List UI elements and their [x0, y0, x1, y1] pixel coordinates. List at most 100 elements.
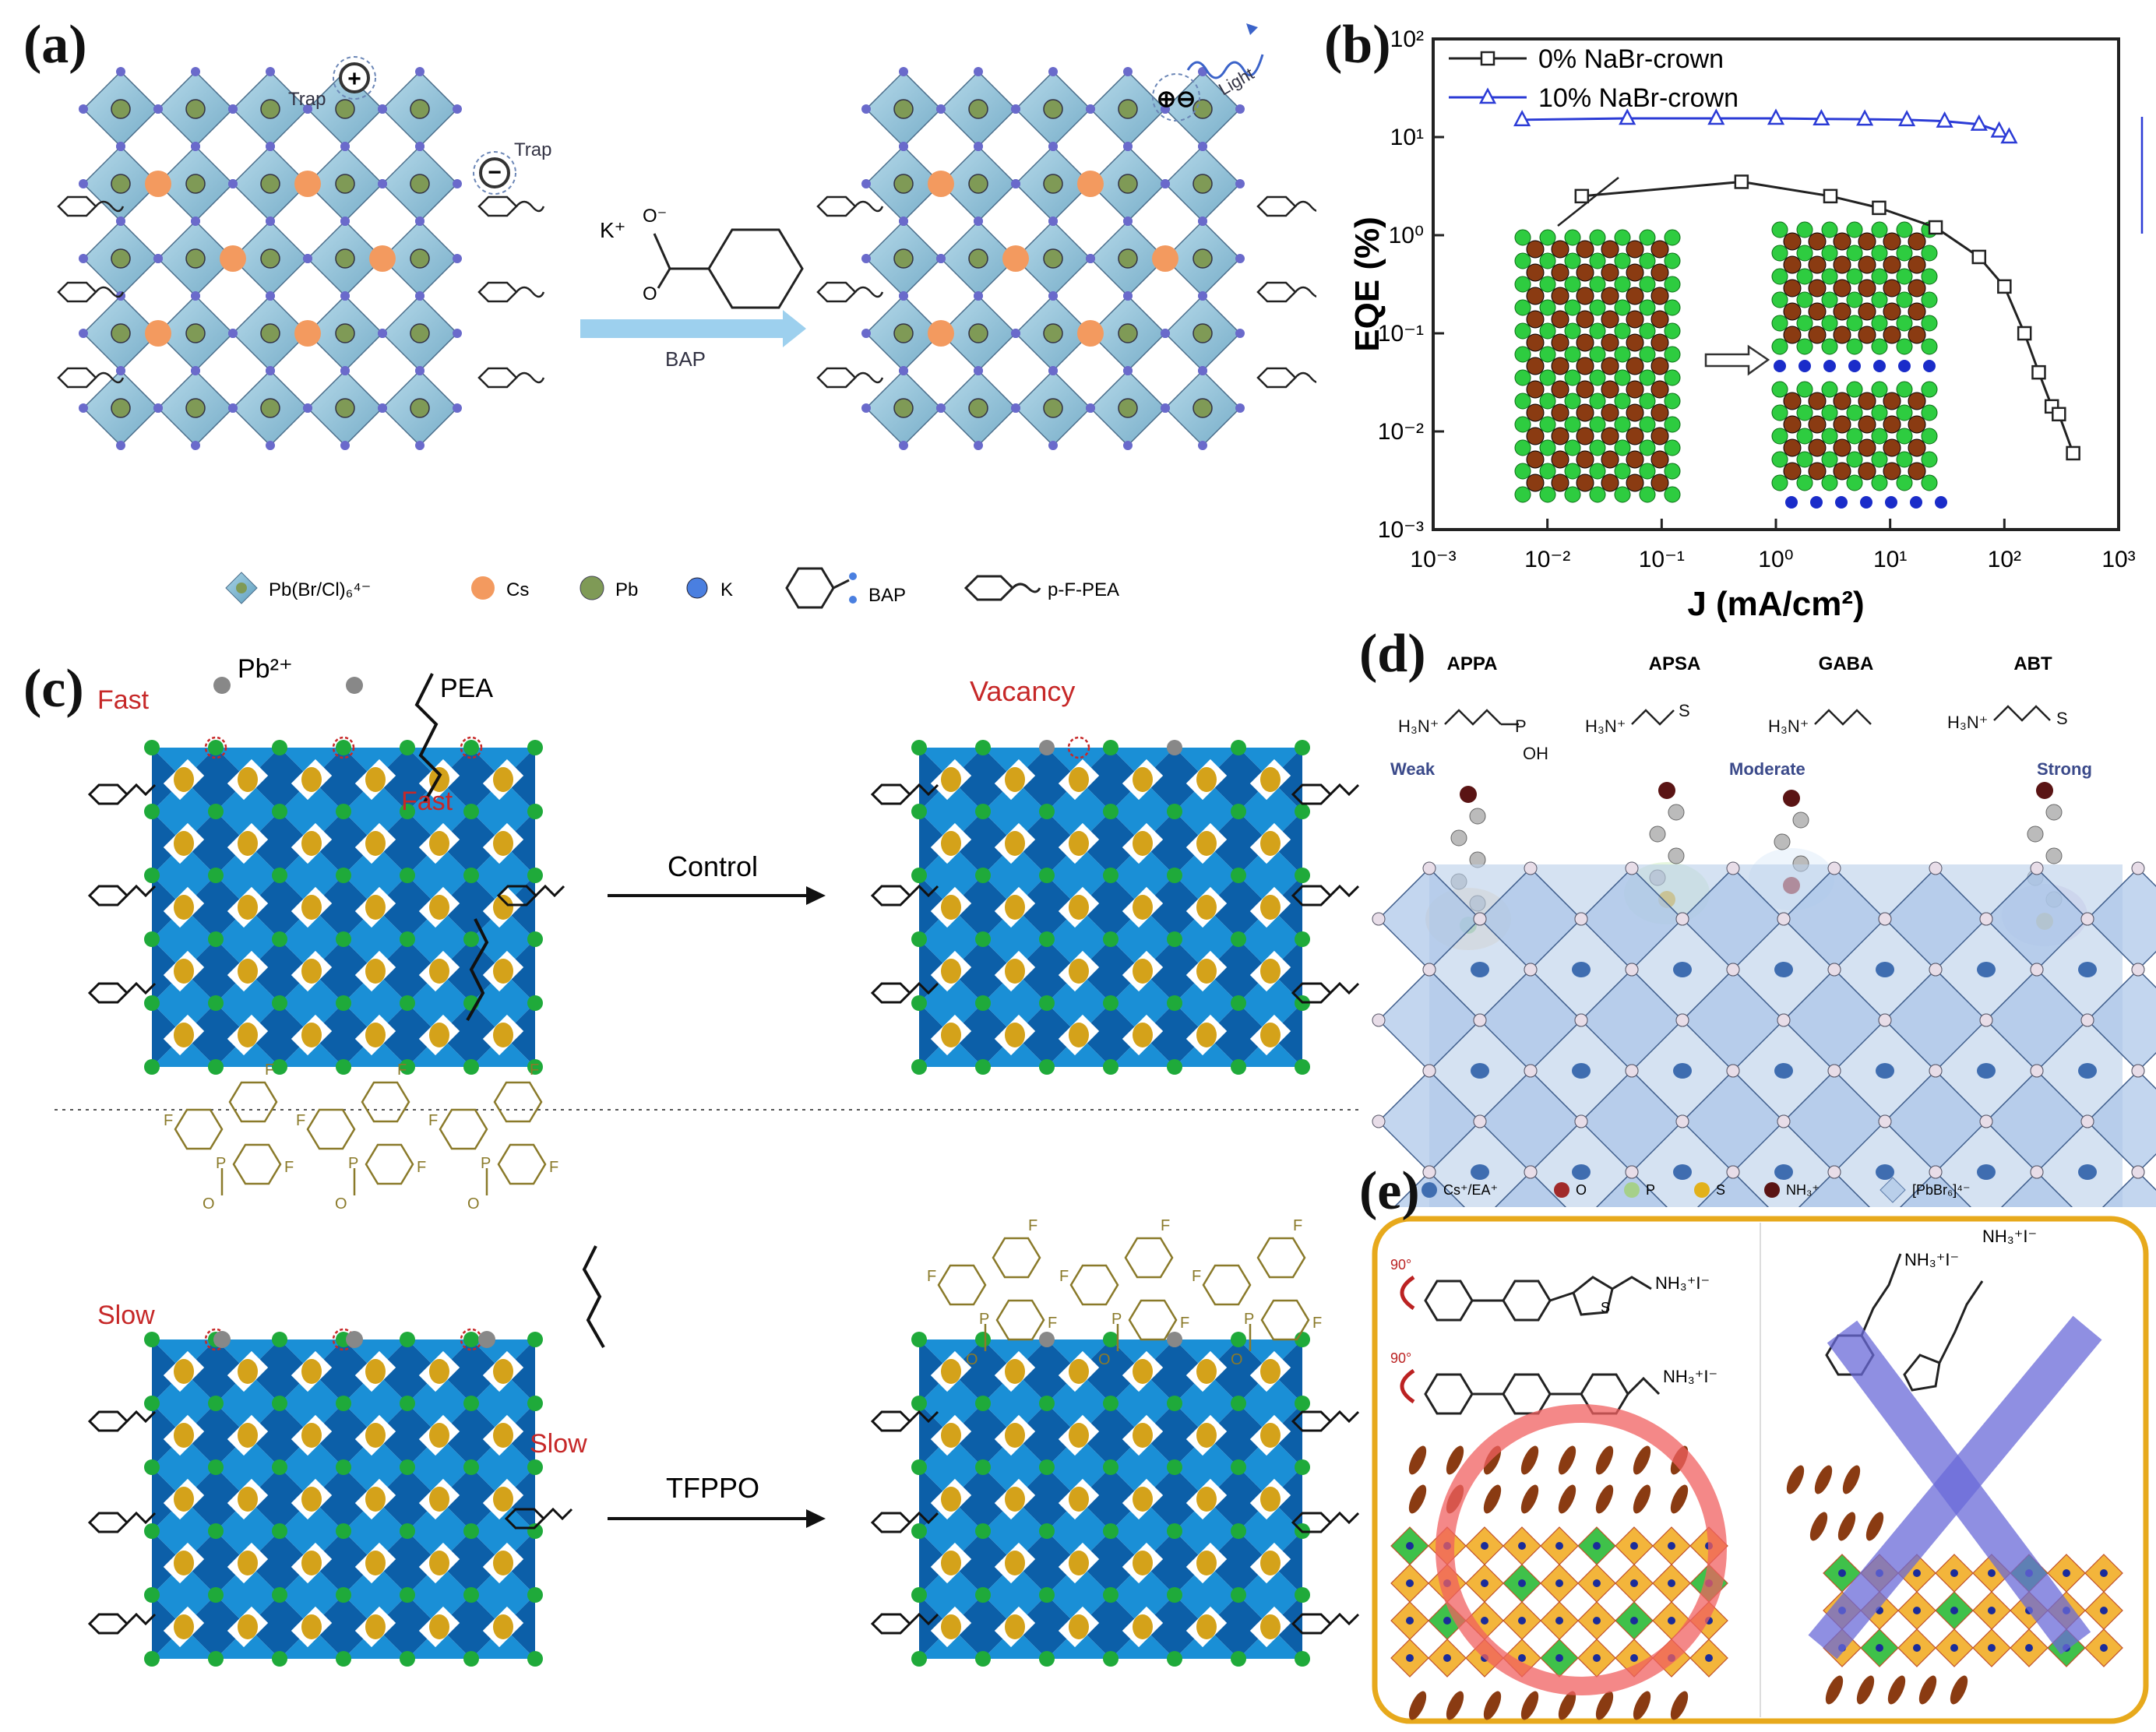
br-atom	[1473, 1114, 1487, 1128]
center-atom	[1481, 1617, 1488, 1625]
a-site-cation	[174, 831, 194, 856]
lattice-inset	[1514, 117, 2144, 509]
halide-atom	[1103, 1523, 1119, 1539]
inset-cation	[1601, 357, 1619, 375]
carbon-atom	[1649, 826, 1666, 843]
inset-halide	[1589, 439, 1606, 456]
cs-ea-cation	[1471, 962, 1489, 977]
inset-halide	[1821, 245, 1838, 262]
halide-atom	[527, 740, 543, 755]
inset-halide	[1514, 463, 1531, 480]
inset-halide	[1771, 315, 1788, 332]
halide-atom	[144, 1523, 160, 1539]
halide-atom	[400, 1587, 415, 1603]
ammonium-label-2: NH₃⁺I⁻	[1663, 1367, 1717, 1386]
halide-atom	[1039, 740, 1055, 755]
br-atom	[1726, 963, 1740, 977]
halide-atom	[1039, 804, 1055, 819]
inset-halide	[1921, 338, 1938, 355]
inset-halide	[1846, 381, 1863, 398]
br-atom	[1726, 861, 1740, 875]
halide-atom	[208, 1587, 224, 1603]
pb-atom	[410, 323, 430, 343]
inset-cation	[1883, 462, 1901, 481]
halide-atom	[911, 931, 927, 947]
panel-e-label: (e)	[1359, 1161, 1420, 1221]
inset-cation	[1783, 392, 1802, 410]
pb-atom	[1043, 248, 1063, 269]
halide-atom	[1086, 254, 1095, 263]
inset-halide	[1796, 221, 1813, 238]
series-line	[1522, 117, 2010, 139]
inset-cation	[1576, 263, 1594, 282]
a-site-cation	[941, 1423, 961, 1448]
inset-cation	[1576, 287, 1594, 305]
inset-halide	[1771, 474, 1788, 491]
inset-halide	[1589, 346, 1606, 363]
pb-atom	[335, 323, 355, 343]
center-atom	[1988, 1607, 1996, 1614]
a-site-cation	[1260, 767, 1281, 792]
halide-atom	[144, 1651, 160, 1667]
halide-atom	[1295, 1459, 1310, 1475]
a-site-cation	[301, 1023, 322, 1047]
halide-atom	[1198, 142, 1207, 151]
a-site-cation	[941, 767, 961, 792]
inset-cation	[1883, 392, 1901, 410]
a-site-cation	[1133, 1423, 1153, 1448]
o-atom-label: O	[1231, 1351, 1243, 1368]
halide-atom	[975, 1587, 991, 1603]
halide-atom	[975, 1396, 991, 1411]
br-atom	[1726, 1165, 1740, 1179]
inset-cation	[1576, 427, 1594, 445]
appa-formula: H₃N⁺	[1398, 716, 1439, 736]
pea-ligand-icon	[1291, 1511, 1359, 1533]
halide-atom	[228, 104, 238, 114]
pb-atom	[260, 174, 280, 194]
pea-ligands-a	[57, 195, 1316, 389]
br-atom	[1827, 963, 1841, 977]
inset-halide	[1664, 229, 1681, 246]
inset-halide	[1846, 268, 1863, 285]
halide-atom	[336, 1059, 351, 1075]
inset-cation	[1808, 279, 1827, 297]
halide-atom	[1123, 216, 1133, 226]
x-tick-label: 10⁻¹	[1639, 547, 1685, 572]
p-atom-label: P	[216, 1155, 226, 1172]
organic-spacer	[1520, 1445, 1539, 1475]
inset-halide	[1614, 439, 1631, 456]
center-atom	[2025, 1644, 2033, 1652]
halide-atom	[936, 254, 946, 263]
halide-atom	[208, 931, 224, 947]
inset-cation	[1858, 232, 1876, 251]
br-atom	[1524, 1064, 1538, 1078]
y-tick-label: 10⁰	[1389, 223, 1424, 248]
inset-halide	[1896, 474, 1913, 491]
inset-halide	[1614, 299, 1631, 316]
halide-atom	[144, 1587, 160, 1603]
appa-oh: OH	[1523, 744, 1548, 763]
a-site-cation	[174, 1487, 194, 1512]
cs-ea-cation	[1673, 1063, 1692, 1079]
br-atom	[1777, 1114, 1791, 1128]
halide-atom	[1039, 1523, 1055, 1539]
inset-halide	[1514, 346, 1531, 363]
inset-halide	[1821, 315, 1838, 332]
inset-halide	[1871, 245, 1888, 262]
panel-c: (c) Fast Pb²⁺ PEA Fast Vacancy Control P…	[0, 646, 1359, 1732]
cs-ea-cation	[1471, 1063, 1489, 1079]
k-legend-icon	[686, 577, 708, 599]
inset-cation	[1650, 263, 1669, 282]
data-point	[1619, 108, 1636, 125]
legend-cs: Cs	[506, 579, 529, 600]
o-atom-label: O	[467, 1195, 480, 1213]
inset-cation	[1808, 438, 1827, 457]
br-atom	[1473, 1013, 1487, 1027]
panel-e-frame	[1372, 1216, 2149, 1724]
halide-atom	[208, 868, 224, 883]
inset-halide	[1921, 381, 1938, 398]
organic-spacer	[1918, 1675, 1937, 1705]
halide-atom	[1295, 1396, 1310, 1411]
center-atom	[1406, 1617, 1414, 1625]
a-site-cation	[1196, 767, 1217, 792]
